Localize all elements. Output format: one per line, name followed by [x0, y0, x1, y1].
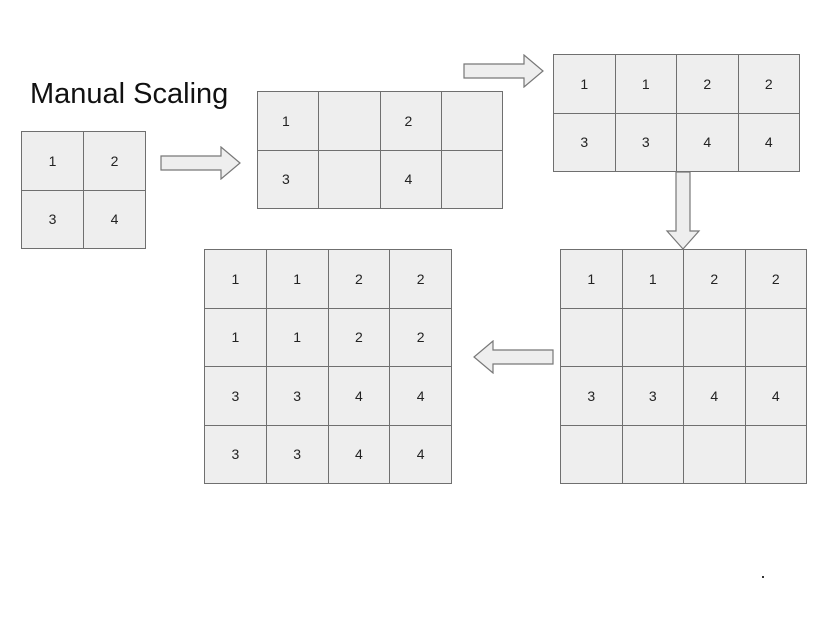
grid-cell: 1: [205, 250, 267, 309]
grid-cell: [441, 92, 503, 151]
arrow-right-icon: [160, 146, 241, 180]
stray-dot: [762, 576, 764, 578]
arrow-right-icon: [463, 54, 544, 88]
grid-cell: 1: [561, 250, 623, 309]
grid-cell: 2: [390, 308, 452, 367]
grid-cell: [745, 308, 807, 367]
grid-cell: 4: [684, 367, 746, 426]
grid-cell: 4: [677, 113, 739, 172]
grid-cell: [319, 92, 381, 151]
grid-cell: 3: [266, 367, 329, 426]
grid-cell: 2: [684, 250, 746, 309]
grid-cell: 3: [22, 190, 84, 249]
grid-cell: 2: [328, 250, 391, 309]
grid-cell: 2: [84, 132, 146, 191]
grid-cell: 2: [390, 250, 452, 309]
grid-cell: 1: [266, 308, 329, 367]
grid-cell: 1: [22, 132, 84, 191]
grid-cell: 3: [205, 367, 267, 426]
grid-cell: 4: [745, 367, 807, 426]
grid-cell: 1: [266, 250, 329, 309]
grid-cell: [684, 425, 746, 484]
grid-cell: 3: [622, 367, 684, 426]
grid-cell: 4: [328, 425, 391, 484]
grid-cell: [745, 425, 807, 484]
grid-cell: 4: [328, 367, 391, 426]
grid-cell: [561, 308, 623, 367]
grid-cell: 1: [205, 308, 267, 367]
grid-cell: 3: [266, 425, 329, 484]
grid-cell: 4: [390, 425, 452, 484]
grid-cell: [561, 425, 623, 484]
grid-cell: [441, 150, 503, 209]
arrow-down-icon: [665, 171, 701, 250]
grid-cell: [622, 308, 684, 367]
arrow-left-icon: [473, 340, 554, 374]
grid-cell: 1: [622, 250, 684, 309]
grid-cell: 1: [258, 92, 320, 151]
grid-cell: 1: [554, 55, 616, 114]
grid-cell: [622, 425, 684, 484]
grid-cell: 4: [738, 113, 800, 172]
grid-cell: 2: [738, 55, 800, 114]
grid-cell: 4: [380, 150, 442, 209]
grid-cell: 1: [615, 55, 677, 114]
grid-cell: 3: [615, 113, 677, 172]
grid-cell: 4: [84, 190, 146, 249]
grid-cell: [684, 308, 746, 367]
grid-cell: 3: [554, 113, 616, 172]
grid-cell: 4: [390, 367, 452, 426]
grid-spread-columns: 1 2 3 4: [257, 91, 503, 209]
grid-cell: 3: [205, 425, 267, 484]
grid-cell: 3: [561, 367, 623, 426]
diagram-title: Manual Scaling: [30, 78, 229, 110]
grid-cell: 2: [380, 92, 442, 151]
grid-cell: 2: [328, 308, 391, 367]
grid-cell: 2: [745, 250, 807, 309]
grid-cell: 2: [677, 55, 739, 114]
grid-cell: 3: [258, 150, 320, 209]
grid-cell: [319, 150, 381, 209]
